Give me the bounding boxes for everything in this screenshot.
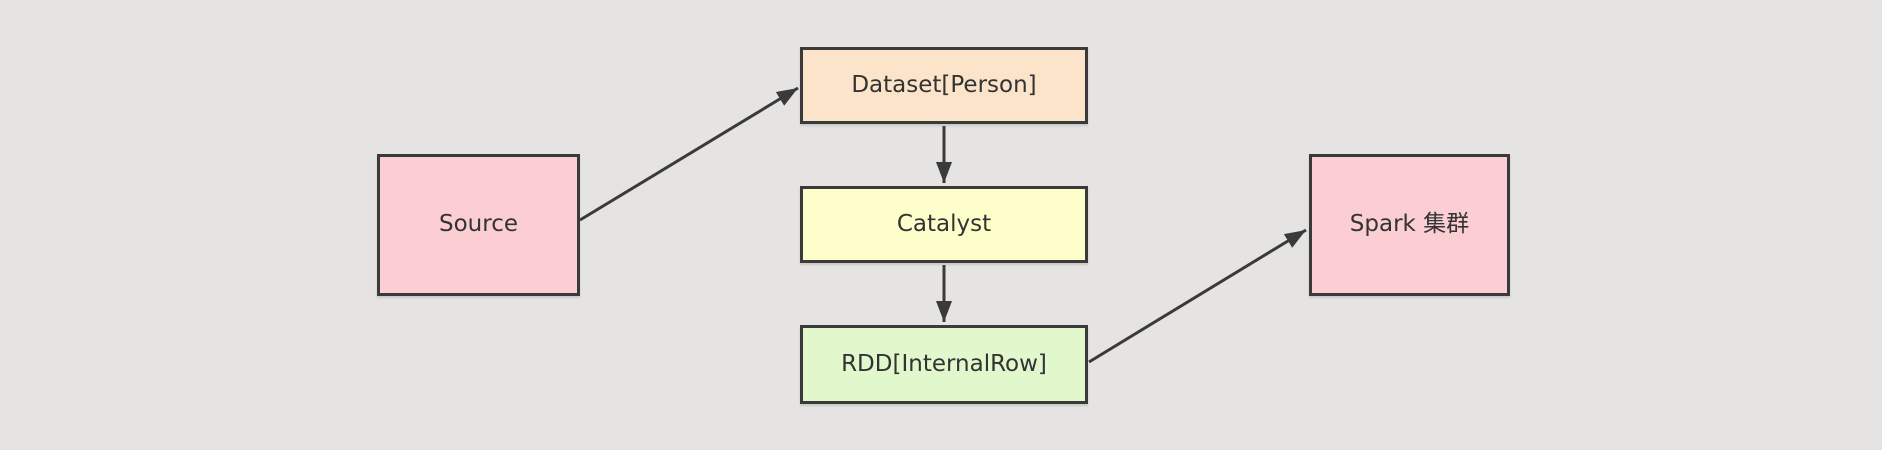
node-spark-cluster-label: Spark 集群 [1349, 211, 1470, 238]
node-catalyst: Catalyst [800, 186, 1088, 263]
node-dataset-person-label: Dataset[Person] [851, 71, 1037, 98]
node-dataset-person: Dataset[Person] [800, 47, 1088, 124]
node-catalyst-label: Catalyst [896, 210, 992, 237]
arrow-rdd-to-spark [1088, 228, 1307, 364]
node-source: Source [377, 154, 580, 296]
arrow-source-to-dataset [579, 86, 799, 222]
node-rdd-internalrow-label: RDD[InternalRow] [841, 350, 1047, 377]
node-rdd-internalrow: RDD[InternalRow] [800, 325, 1088, 404]
node-spark-cluster: Spark 集群 [1309, 154, 1510, 296]
node-source-label: Source [439, 211, 518, 238]
